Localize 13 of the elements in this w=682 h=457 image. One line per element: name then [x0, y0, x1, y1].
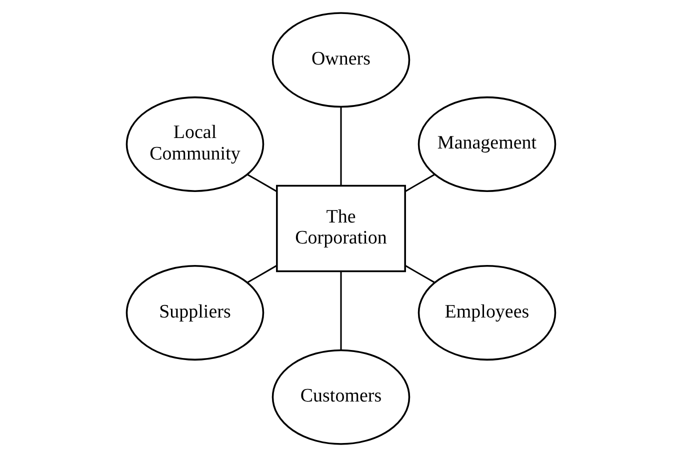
connector — [246, 265, 277, 284]
connector — [246, 174, 277, 192]
connector — [340, 271, 342, 350]
node-box: The Corporation — [276, 184, 406, 272]
connector — [340, 106, 342, 186]
connector — [405, 174, 436, 192]
node-ellipse: Owners — [272, 12, 410, 108]
node-ellipse: Employees — [418, 265, 556, 361]
node-ellipse: Management — [418, 96, 556, 192]
connector — [405, 265, 436, 284]
node-ellipse: Customers — [272, 349, 410, 445]
node-ellipse: Local Community — [126, 96, 264, 192]
node-ellipse: Suppliers — [126, 265, 264, 361]
